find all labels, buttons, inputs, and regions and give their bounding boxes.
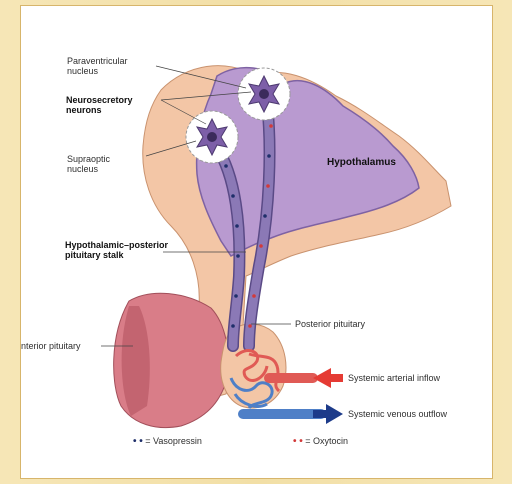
paraventricular-line2: nucleus <box>67 66 128 76</box>
label-anterior-pituitary: nterior pituitary <box>21 341 81 351</box>
vasopressin-symbol: • • <box>133 436 143 447</box>
neurosecretory-line2: neurons <box>66 105 133 115</box>
stalk-line2: pituitary stalk <box>65 250 168 260</box>
vasopressin-label: = Vasopressin <box>145 436 202 446</box>
stalk-line1: Hypothalamic–posterior <box>65 240 168 250</box>
legend-vasopressin: • • = Vasopressin <box>133 436 202 447</box>
venous-arrow <box>313 404 343 424</box>
label-hypothalamus: Hypothalamus <box>327 158 396 168</box>
oxytocin-symbol: • • <box>293 436 303 447</box>
supraoptic-line2: nucleus <box>67 164 110 174</box>
supraoptic-line1: Supraoptic <box>67 154 110 164</box>
label-supraoptic: Supraoptic nucleus <box>67 154 110 174</box>
label-posterior-pituitary: Posterior pituitary <box>295 319 365 329</box>
neuron-paraventricular <box>238 68 290 120</box>
label-paraventricular: Paraventricular nucleus <box>67 56 128 76</box>
diagram-panel: Paraventricular nucleus Neurosecretory n… <box>20 5 493 479</box>
neuron-supraoptic <box>186 111 238 163</box>
label-arterial-inflow: Systemic arterial inflow <box>348 373 440 383</box>
neurosecretory-line1: Neurosecretory <box>66 95 133 105</box>
arterial-arrow <box>313 368 343 388</box>
label-stalk: Hypothalamic–posterior pituitary stalk <box>65 240 168 260</box>
label-venous-outflow: Systemic venous outflow <box>348 409 447 419</box>
oxytocin-label: = Oxytocin <box>305 436 348 446</box>
paraventricular-line1: Paraventricular <box>67 56 128 66</box>
legend-oxytocin: • • = Oxytocin <box>293 436 348 447</box>
label-neurosecretory: Neurosecretory neurons <box>66 95 133 115</box>
